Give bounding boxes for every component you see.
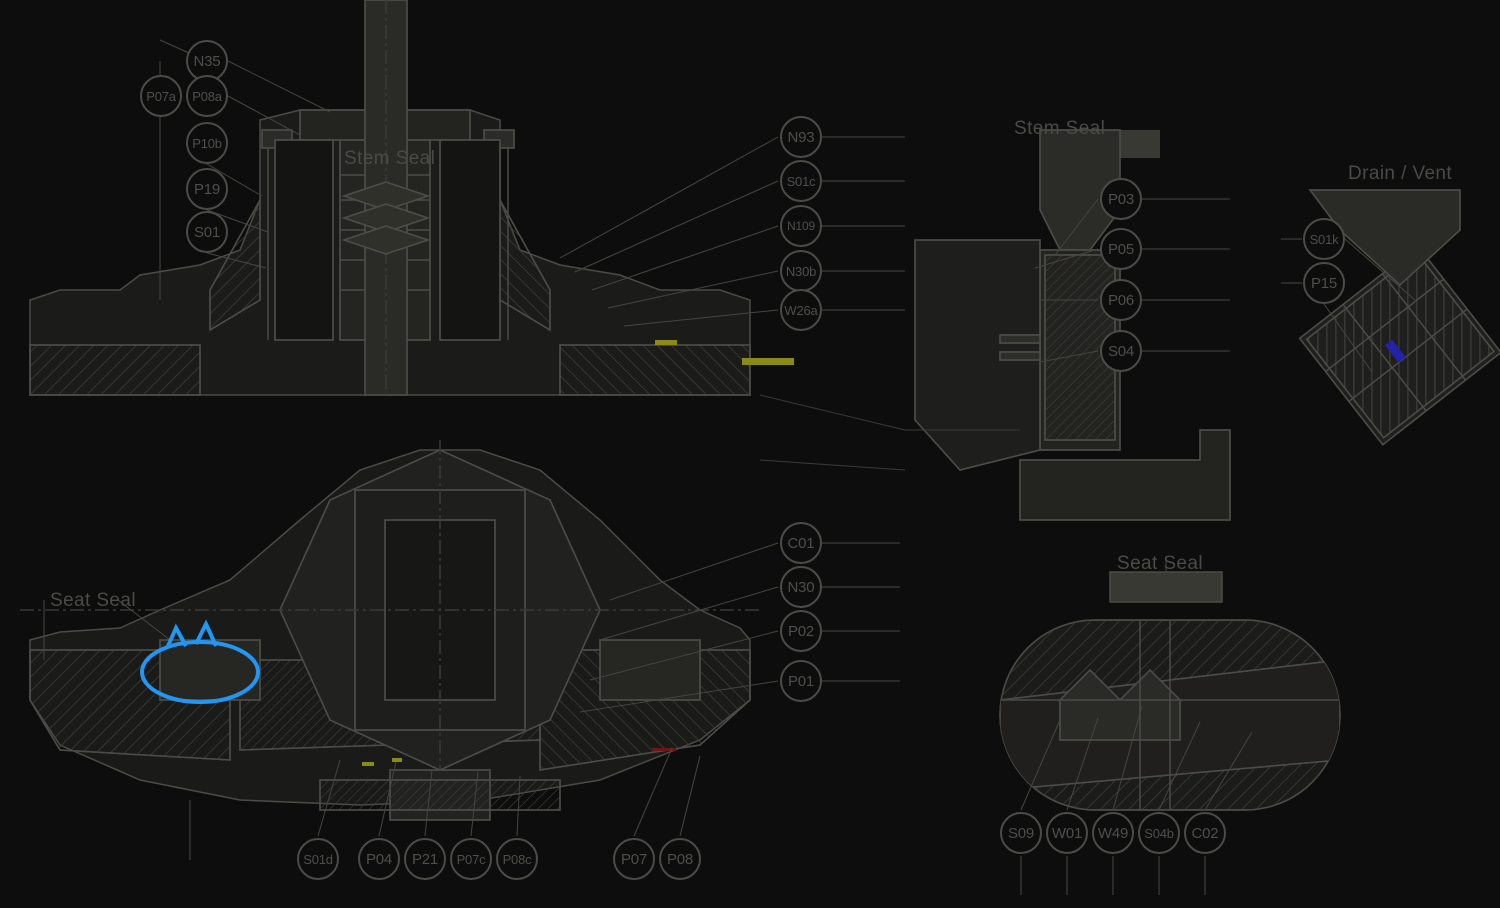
balloon-w49[interactable]: W49 bbox=[1092, 812, 1134, 854]
balloon-p06[interactable]: P06 bbox=[1100, 279, 1142, 321]
balloon-c01[interactable]: C01 bbox=[780, 522, 822, 564]
label-stem-seal-detail: Stem Seal bbox=[1014, 118, 1106, 139]
balloon-s04b[interactable]: S04b bbox=[1138, 812, 1180, 854]
balloon-s04[interactable]: S04 bbox=[1100, 330, 1142, 372]
balloon-p07c[interactable]: P07c bbox=[450, 838, 492, 880]
label-seat-seal-main: Seat Seal bbox=[50, 590, 136, 611]
balloon-p07a[interactable]: P07a bbox=[140, 75, 182, 117]
balloon-p08c[interactable]: P08c bbox=[496, 838, 538, 880]
balloon-n93[interactable]: N93 bbox=[780, 116, 822, 158]
label-stem-seal-main: Stem Seal bbox=[344, 148, 436, 169]
balloon-s01d[interactable]: S01d bbox=[297, 838, 339, 880]
balloon-p10b[interactable]: P10b bbox=[186, 122, 228, 164]
balloon-s09[interactable]: S09 bbox=[1000, 812, 1042, 854]
balloon-n109[interactable]: N109 bbox=[780, 205, 822, 247]
balloon-p21[interactable]: P21 bbox=[404, 838, 446, 880]
balloon-p02[interactable]: P02 bbox=[780, 610, 822, 652]
balloon-p01[interactable]: P01 bbox=[780, 660, 822, 702]
balloon-p08a[interactable]: P08a bbox=[186, 75, 228, 117]
label-seat-seal-detail: Seat Seal bbox=[1117, 553, 1203, 574]
balloon-c02[interactable]: C02 bbox=[1184, 812, 1226, 854]
label-drain-vent: Drain / Vent bbox=[1348, 163, 1453, 184]
balloon-w01[interactable]: W01 bbox=[1046, 812, 1088, 854]
balloon-s01k[interactable]: S01k bbox=[1303, 218, 1345, 260]
balloon-p19[interactable]: P19 bbox=[186, 168, 228, 210]
balloon-p15[interactable]: P15 bbox=[1303, 262, 1345, 304]
balloon-s01[interactable]: S01 bbox=[186, 211, 228, 253]
balloon-p04[interactable]: P04 bbox=[358, 838, 400, 880]
seat-seal-annotation bbox=[140, 619, 260, 704]
balloon-p08[interactable]: P08 bbox=[659, 838, 701, 880]
balloon-p07[interactable]: P07 bbox=[613, 838, 655, 880]
balloon-p03[interactable]: P03 bbox=[1100, 178, 1142, 220]
balloon-n30b[interactable]: N30b bbox=[780, 250, 822, 292]
balloon-w26a[interactable]: W26a bbox=[780, 289, 822, 331]
balloon-n30[interactable]: N30 bbox=[780, 566, 822, 608]
balloon-s01c[interactable]: S01c bbox=[780, 160, 822, 202]
balloon-p05[interactable]: P05 bbox=[1100, 228, 1142, 270]
